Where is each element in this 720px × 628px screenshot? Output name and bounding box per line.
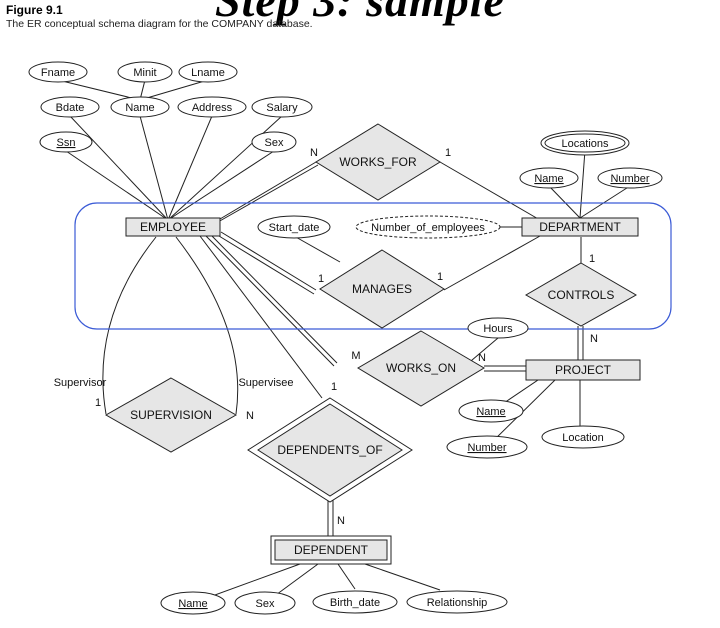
label-start-date: Start_date [269, 222, 320, 234]
label-department: DEPARTMENT [539, 220, 621, 234]
label-salary: Salary [266, 102, 298, 114]
attr-birth-date [312, 590, 398, 614]
label-locations: Locations [561, 138, 609, 150]
label-address: Address [192, 102, 233, 114]
label-dep-name: Name [178, 598, 207, 610]
label-dependents-of: DEPENDENTS_OF [277, 443, 382, 457]
card-controls-department: 1 [589, 253, 595, 265]
label-ssn: Ssn [57, 137, 76, 149]
entity-dependent-inner [274, 539, 388, 561]
label-dept-number: Number [610, 173, 649, 185]
card-supervision-supervisee: N [246, 410, 254, 422]
attr-proj-name [458, 399, 524, 423]
attr-dep-sex [234, 591, 296, 615]
attr-proj-number [446, 435, 528, 459]
label-supervision: SUPERVISION [130, 408, 212, 422]
label-manages: MANAGES [352, 282, 412, 296]
attr-start-date [257, 215, 331, 239]
card-controls-project: N [590, 333, 598, 345]
attr-name [110, 96, 170, 118]
attr-dep-name [160, 591, 226, 615]
card-works-on-project: N [478, 352, 486, 364]
attr-fname [28, 61, 88, 83]
attr-dept-name [519, 167, 579, 189]
role-supervisee: Supervisee [238, 377, 293, 389]
entity-employee [125, 217, 221, 237]
rel-dependents-of-inner [257, 403, 403, 497]
attr-hours [467, 317, 529, 339]
label-location: Location [562, 432, 604, 444]
card-dependents-of-employee: 1 [331, 381, 337, 393]
card-supervision-supervisor: 1 [95, 397, 101, 409]
card-works-for-employee: N [310, 147, 318, 159]
rel-works-on [357, 330, 485, 407]
attr-location [541, 425, 625, 449]
entity-project [525, 359, 641, 381]
label-dependent: DEPENDENT [294, 543, 369, 557]
card-works-on-employee: M [351, 350, 360, 362]
attr-minit [117, 61, 173, 83]
attr-relationship [406, 590, 508, 614]
rel-works-for [315, 123, 441, 201]
rel-controls [524, 262, 638, 327]
label-dept-name: Name [534, 173, 563, 185]
label-number-of-employees: Number_of_employees [371, 222, 485, 234]
label-employee: EMPLOYEE [140, 220, 206, 234]
label-bdate: Bdate [56, 102, 85, 114]
label-dep-sex: Sex [256, 598, 275, 610]
figure-caption: The ER conceptual schema diagram for the… [6, 18, 313, 30]
attr-locations-inner [544, 133, 626, 153]
label-hours: Hours [483, 323, 513, 335]
card-manages-department: 1 [437, 271, 443, 283]
attr-ssn [39, 131, 93, 153]
label-birth-date: Birth_date [330, 597, 380, 609]
rel-supervision [104, 377, 238, 453]
attr-dept-number [597, 167, 663, 189]
card-works-for-department: 1 [445, 147, 451, 159]
label-works-for: WORKS_FOR [339, 155, 417, 169]
label-sex: Sex [265, 137, 284, 149]
card-dependents-of-dependent: N [337, 515, 345, 527]
attr-lname [178, 61, 238, 83]
label-project: PROJECT [555, 363, 612, 377]
entity-department [521, 217, 639, 237]
label-proj-number: Number [467, 442, 506, 454]
label-proj-name: Name [476, 406, 505, 418]
label-minit: Minit [133, 67, 156, 79]
attr-salary [251, 96, 313, 118]
attr-sex [251, 131, 297, 153]
attr-bdate [40, 96, 100, 118]
label-relationship: Relationship [427, 597, 488, 609]
step-banner: Step 3: sample [215, 0, 505, 26]
highlight-region [74, 202, 672, 330]
attr-number-of-employees [355, 215, 501, 239]
rel-manages [319, 249, 445, 329]
role-supervisor: Supervisor [54, 377, 107, 389]
label-controls: CONTROLS [548, 288, 615, 302]
card-manages-employee: 1 [318, 273, 324, 285]
label-lname: Lname [191, 67, 225, 79]
figure-label: Figure 9.1 [6, 3, 63, 17]
label-works-on: WORKS_ON [386, 361, 456, 375]
label-name: Name [125, 102, 154, 114]
label-fname: Fname [41, 67, 75, 79]
attr-address [177, 96, 247, 118]
